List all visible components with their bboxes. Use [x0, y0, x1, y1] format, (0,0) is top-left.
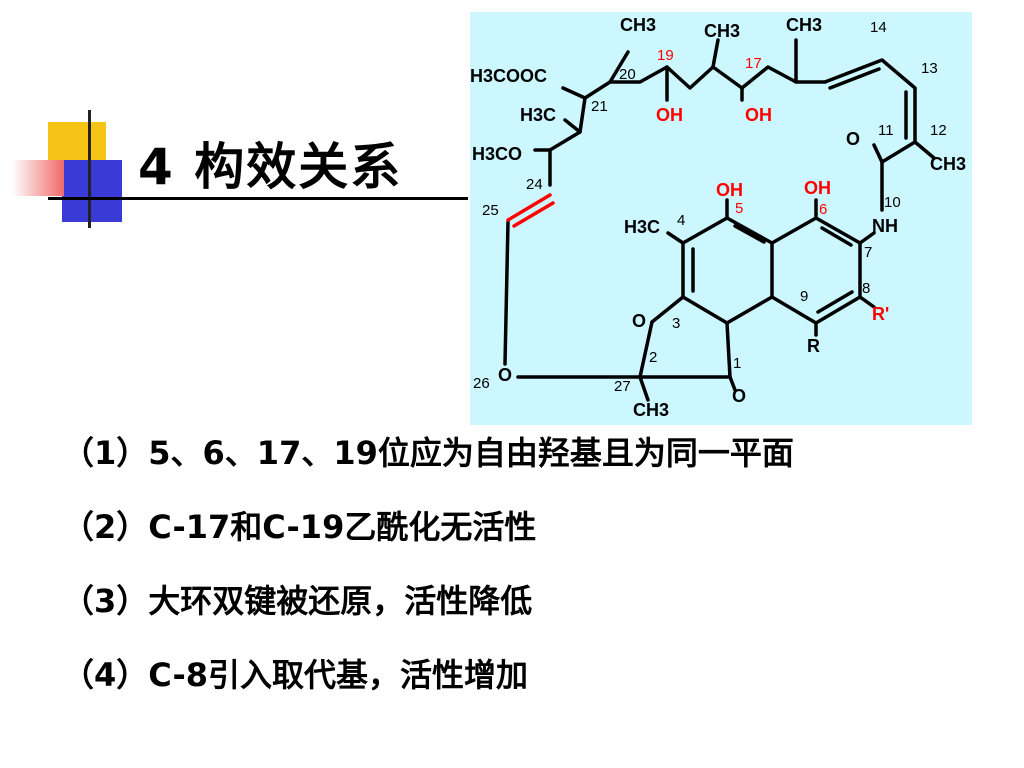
slide-title: 4 构效关系	[138, 138, 403, 196]
r-prime-group-label: R'	[872, 304, 889, 324]
hydroxyl-label: OH	[745, 105, 772, 125]
atom-number-label: 20	[619, 66, 636, 83]
ring-oxygen-label: O	[498, 365, 512, 385]
decor-pink-square	[12, 160, 64, 196]
sar-point: （4）C-8引入取代基，活性增加	[62, 656, 529, 694]
atom-number-label: 11	[878, 122, 894, 139]
ester-group-label: H3COOC	[470, 66, 547, 86]
atom-number-label: 19	[657, 47, 674, 64]
decor-vertical-line	[88, 110, 91, 228]
atom-number-label: 21	[591, 98, 608, 115]
nh-group-label: NH	[872, 216, 898, 236]
ch3-group-label: CH3	[633, 400, 669, 420]
hydroxyl-label: OH	[716, 180, 743, 200]
amide-oxygen-label: O	[846, 129, 860, 149]
atom-number-label: 1	[733, 355, 741, 372]
sar-point: （3）大环双键被还原，活性降低	[62, 582, 533, 620]
chemical-structure-panel: CH3 CH3 CH3 H3COOC H3C H3CO O CH3 NH H3C…	[470, 12, 972, 425]
atom-number-label: 27	[614, 378, 631, 395]
atom-number-label: 7	[864, 244, 872, 261]
atom-number-label: 26	[473, 375, 490, 392]
r-group-label: R	[807, 336, 820, 356]
atom-number-label: 2	[649, 349, 657, 366]
atom-number-label: 6	[819, 201, 827, 218]
atom-number-label: 17	[745, 55, 762, 72]
hydroxyl-label: OH	[804, 178, 831, 198]
atom-number-label: 10	[884, 194, 901, 211]
atom-number-label: 13	[921, 60, 938, 77]
sar-point-list: （1）5、6、17、19位应为自由羟基且为同一平面 （2）C-17和C-19乙酰…	[62, 428, 794, 724]
atom-number-label: 9	[800, 288, 808, 305]
ch3-group-label: CH3	[930, 154, 966, 174]
atom-number-label: 14	[870, 19, 887, 36]
atom-number-label: 3	[672, 315, 680, 332]
atom-number-label: 24	[526, 176, 543, 193]
h3c-group-label: H3C	[624, 217, 660, 237]
h3c-group-label: H3C	[520, 105, 556, 125]
ch3-group-label: CH3	[620, 15, 656, 35]
title-underline	[48, 197, 468, 200]
atom-number-label: 12	[930, 122, 947, 139]
sar-point: （2）C-17和C-19乙酰化无活性	[62, 508, 537, 546]
decor-blue-square	[62, 160, 122, 222]
atom-number-label: 25	[482, 202, 499, 219]
ch3-group-label: CH3	[704, 21, 740, 41]
hydroxyl-label: OH	[656, 105, 683, 125]
ketone-oxygen-label: O	[732, 386, 746, 406]
ch3-group-label: CH3	[786, 15, 822, 35]
methoxy-group-label: H3CO	[472, 144, 522, 164]
atom-number-label: 4	[677, 212, 685, 229]
rifamycin-structure-diagram: CH3 CH3 CH3 H3COOC H3C H3CO O CH3 NH H3C…	[470, 15, 966, 420]
sar-point: （1）5、6、17、19位应为自由羟基且为同一平面	[62, 434, 794, 472]
atom-number-label: 8	[862, 280, 870, 297]
ring-oxygen-label: O	[632, 311, 646, 331]
atom-number-label: 5	[735, 200, 743, 217]
